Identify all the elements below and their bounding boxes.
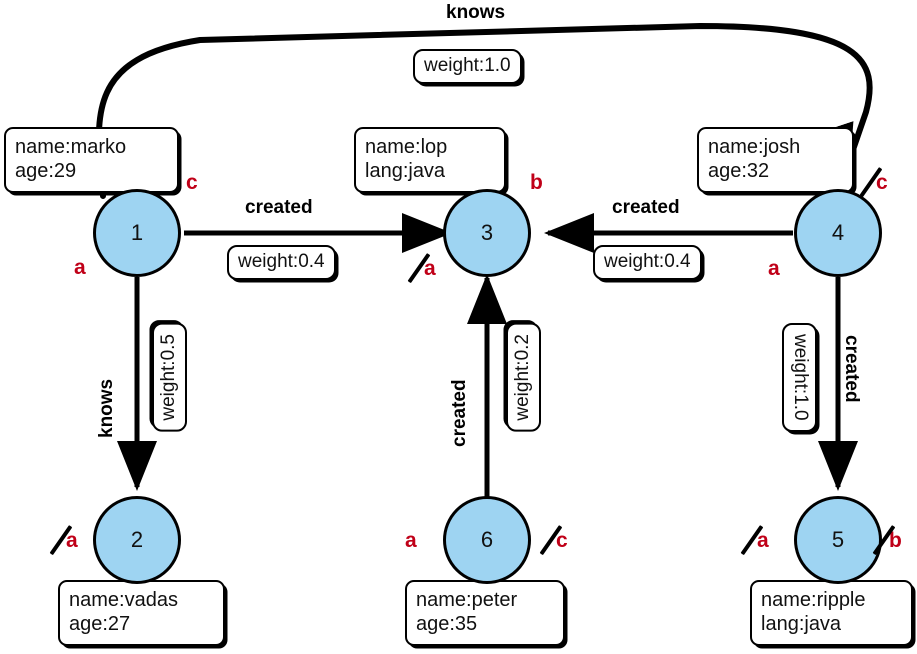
edge-label-created-6-3: created [449, 379, 470, 447]
annotation-node-5-a: a [757, 529, 769, 552]
node-4[interactable]: 4 [794, 189, 882, 277]
prop-line: name:josh [708, 136, 801, 158]
node-1[interactable]: 1 [93, 189, 181, 277]
propbox-node-2: name:vadas age:27 [58, 580, 225, 646]
annotation-node-3-b: b [530, 171, 543, 194]
prop-line: name:ripple [761, 589, 866, 611]
weight-knows-1-4: weight:1.0 [413, 49, 522, 84]
annotation-node-1-a: a [74, 256, 86, 279]
annotation-node-1-c: c [186, 171, 198, 194]
propbox-node-4: name:josh age:32 [697, 127, 854, 193]
annotation-node-6-a: a [405, 529, 417, 552]
prop-line: age:35 [416, 613, 478, 636]
node-2[interactable]: 2 [93, 496, 181, 584]
edge-label-created-1-3: created [245, 197, 313, 218]
annotation-node-3-a: a [424, 257, 436, 280]
weight-created-4-5: weight:1.0 [782, 323, 817, 432]
propbox-node-1: name:marko age:29 [4, 127, 179, 193]
prop-line: lang:java [761, 613, 842, 636]
edge-label-knows-1-4: knows [446, 2, 506, 23]
propbox-node-6: name:peter age:35 [405, 580, 565, 646]
node-3[interactable]: 3 [443, 189, 531, 277]
prop-line: age:27 [69, 613, 131, 636]
prop-line: name:peter [416, 589, 518, 611]
prop-line: name:lop [365, 136, 448, 158]
weight-created-6-3: weight:0.2 [506, 323, 541, 432]
edge-label-created-4-3: created [612, 197, 680, 218]
annotation-node-2-a: a [66, 529, 78, 552]
propbox-node-5: name:ripple lang:java [750, 580, 913, 646]
annotation-node-6-c: c [556, 529, 568, 552]
weight-knows-1-2: weight:0.5 [152, 323, 187, 432]
node-6[interactable]: 6 [443, 496, 531, 584]
edge-label-created-4-5: created [841, 335, 862, 403]
prop-line: name:vadas [69, 589, 178, 611]
annotation-node-4-c: c [876, 171, 888, 194]
annotation-node-4-a: a [768, 257, 780, 280]
edge-label-knows-1-2: knows [96, 378, 117, 438]
prop-line: age:32 [708, 160, 770, 183]
weight-created-4-3: weight:0.4 [593, 245, 702, 280]
weight-created-1-3: weight:0.4 [227, 245, 336, 280]
prop-line: name:marko [15, 136, 127, 158]
prop-line: lang:java [365, 160, 446, 183]
node-5[interactable]: 5 [794, 496, 882, 584]
annotation-node-5-b: b [889, 529, 902, 552]
propbox-node-3: name:lop lang:java [354, 127, 506, 193]
prop-line: age:29 [15, 160, 77, 183]
